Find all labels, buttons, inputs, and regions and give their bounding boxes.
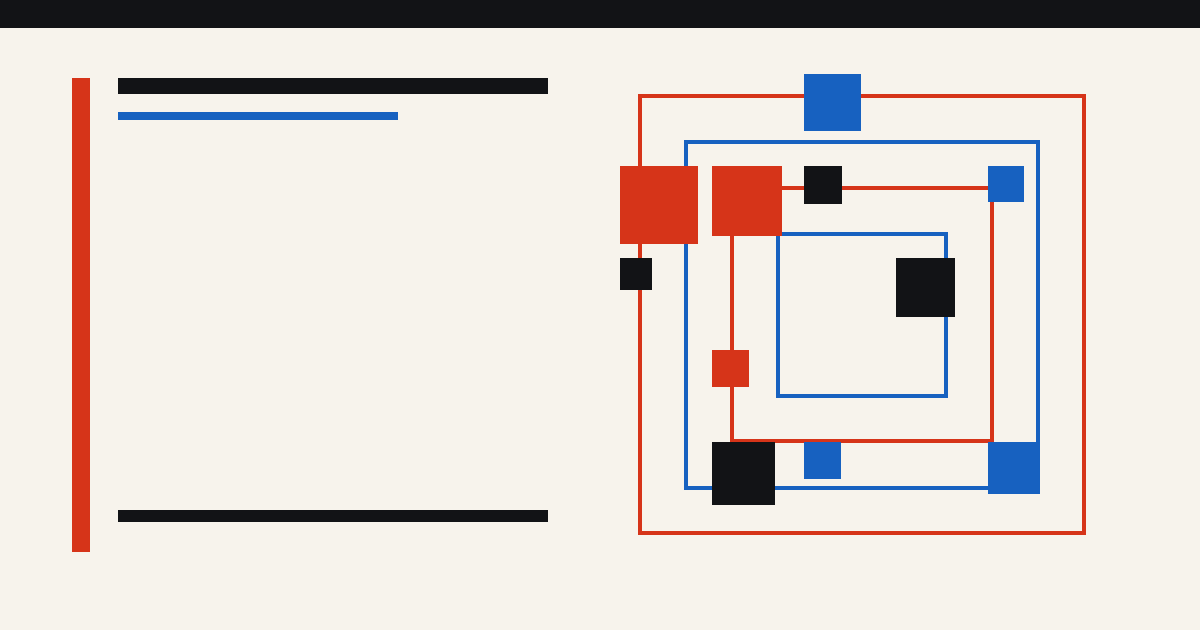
frame-outer-red: [638, 94, 1086, 535]
block-blue-top: [804, 74, 861, 131]
block-black-small-top: [804, 166, 842, 204]
block-red-small-middle: [712, 350, 749, 387]
footer-placeholder-bar: [118, 510, 548, 522]
block-black-small-left: [620, 258, 652, 290]
block-red-upper: [712, 166, 782, 236]
frame-inner-red: [730, 186, 994, 443]
block-blue-small-bottom: [804, 442, 841, 479]
top-bar: [0, 0, 1200, 28]
block-blue-bottom-right: [988, 442, 1040, 494]
block-black-center-right: [896, 258, 955, 317]
accent-stripe: [72, 78, 90, 552]
block-black-bottom: [712, 442, 775, 505]
title-placeholder-bar: [118, 78, 548, 94]
subtitle-placeholder-bar: [118, 112, 398, 120]
block-blue-small-right: [988, 166, 1024, 202]
frame-blue: [684, 140, 1040, 490]
block-red-large-left: [620, 166, 698, 244]
